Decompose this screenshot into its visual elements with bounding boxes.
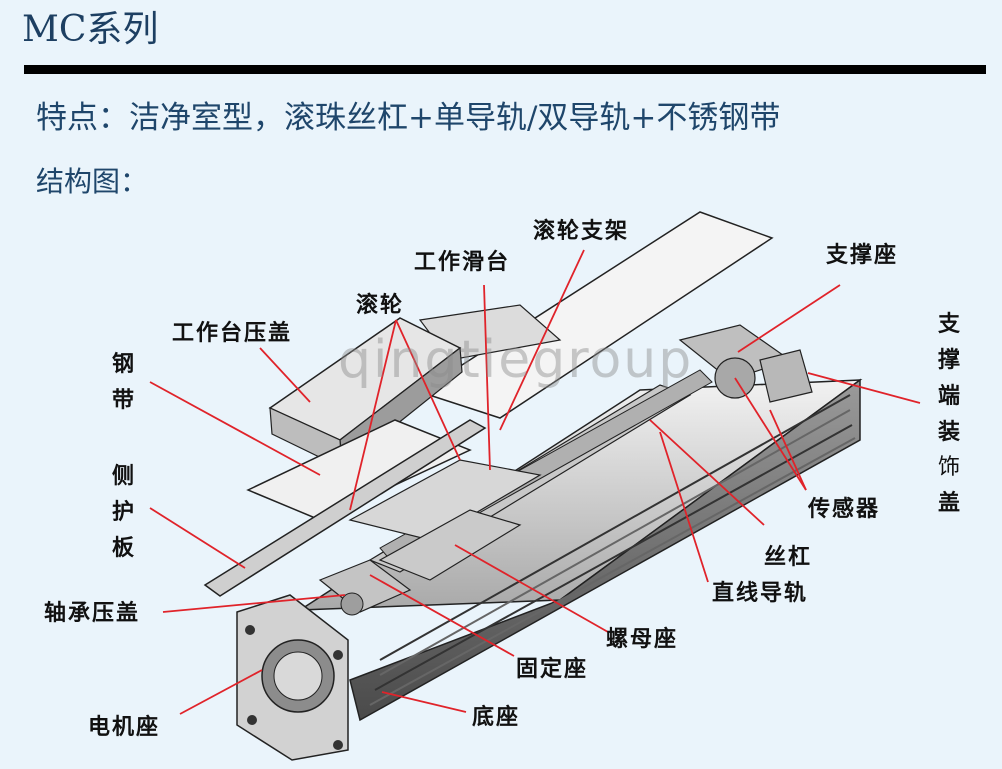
label-support-end-cover: 支撑端装 xyxy=(937,311,960,445)
label-linear-guide: 直线导轨 xyxy=(712,580,809,606)
bearing-cover-part xyxy=(340,592,364,616)
label-roller-bracket: 滚轮支架 xyxy=(533,218,630,244)
label-bearing-cover: 轴承压盖 xyxy=(44,600,141,626)
page-title: MC系列 xyxy=(22,9,159,50)
feature-text: 特点：洁净室型，滚珠丝杠+单导轨/双导轨+不锈钢带 xyxy=(36,100,781,136)
label-steel-belt: 钢带 xyxy=(111,351,134,413)
label-support-end-cover-2: 饰 xyxy=(937,455,960,480)
label-work-slide: 工作滑台 xyxy=(414,249,511,275)
work-slide-part xyxy=(348,459,542,541)
label-sensor: 传感器 xyxy=(808,496,881,522)
watermark-text: qingtiegroup xyxy=(338,330,694,390)
label-motor-seat: 电机座 xyxy=(88,714,161,740)
label-fixed-seat: 固定座 xyxy=(516,656,589,682)
structure-heading: 结构图： xyxy=(36,165,149,198)
leader-lines xyxy=(149,249,921,715)
label-support-seat: 支撑座 xyxy=(826,242,899,268)
label-support-end-cover-3: 盖 xyxy=(937,490,960,516)
label-roller: 滚轮 xyxy=(356,292,405,318)
label-side-guard: 侧护板 xyxy=(111,463,134,561)
label-base: 底座 xyxy=(472,704,521,730)
label-screw: 丝杠 xyxy=(764,544,813,570)
support-end-cover-part xyxy=(759,349,813,403)
label-table-cover: 工作台压盖 xyxy=(172,320,293,346)
steel-belt-top xyxy=(418,211,774,419)
side-guard-part xyxy=(203,419,487,597)
title-divider xyxy=(24,65,986,74)
label-nut-seat: 螺母座 xyxy=(606,626,679,652)
